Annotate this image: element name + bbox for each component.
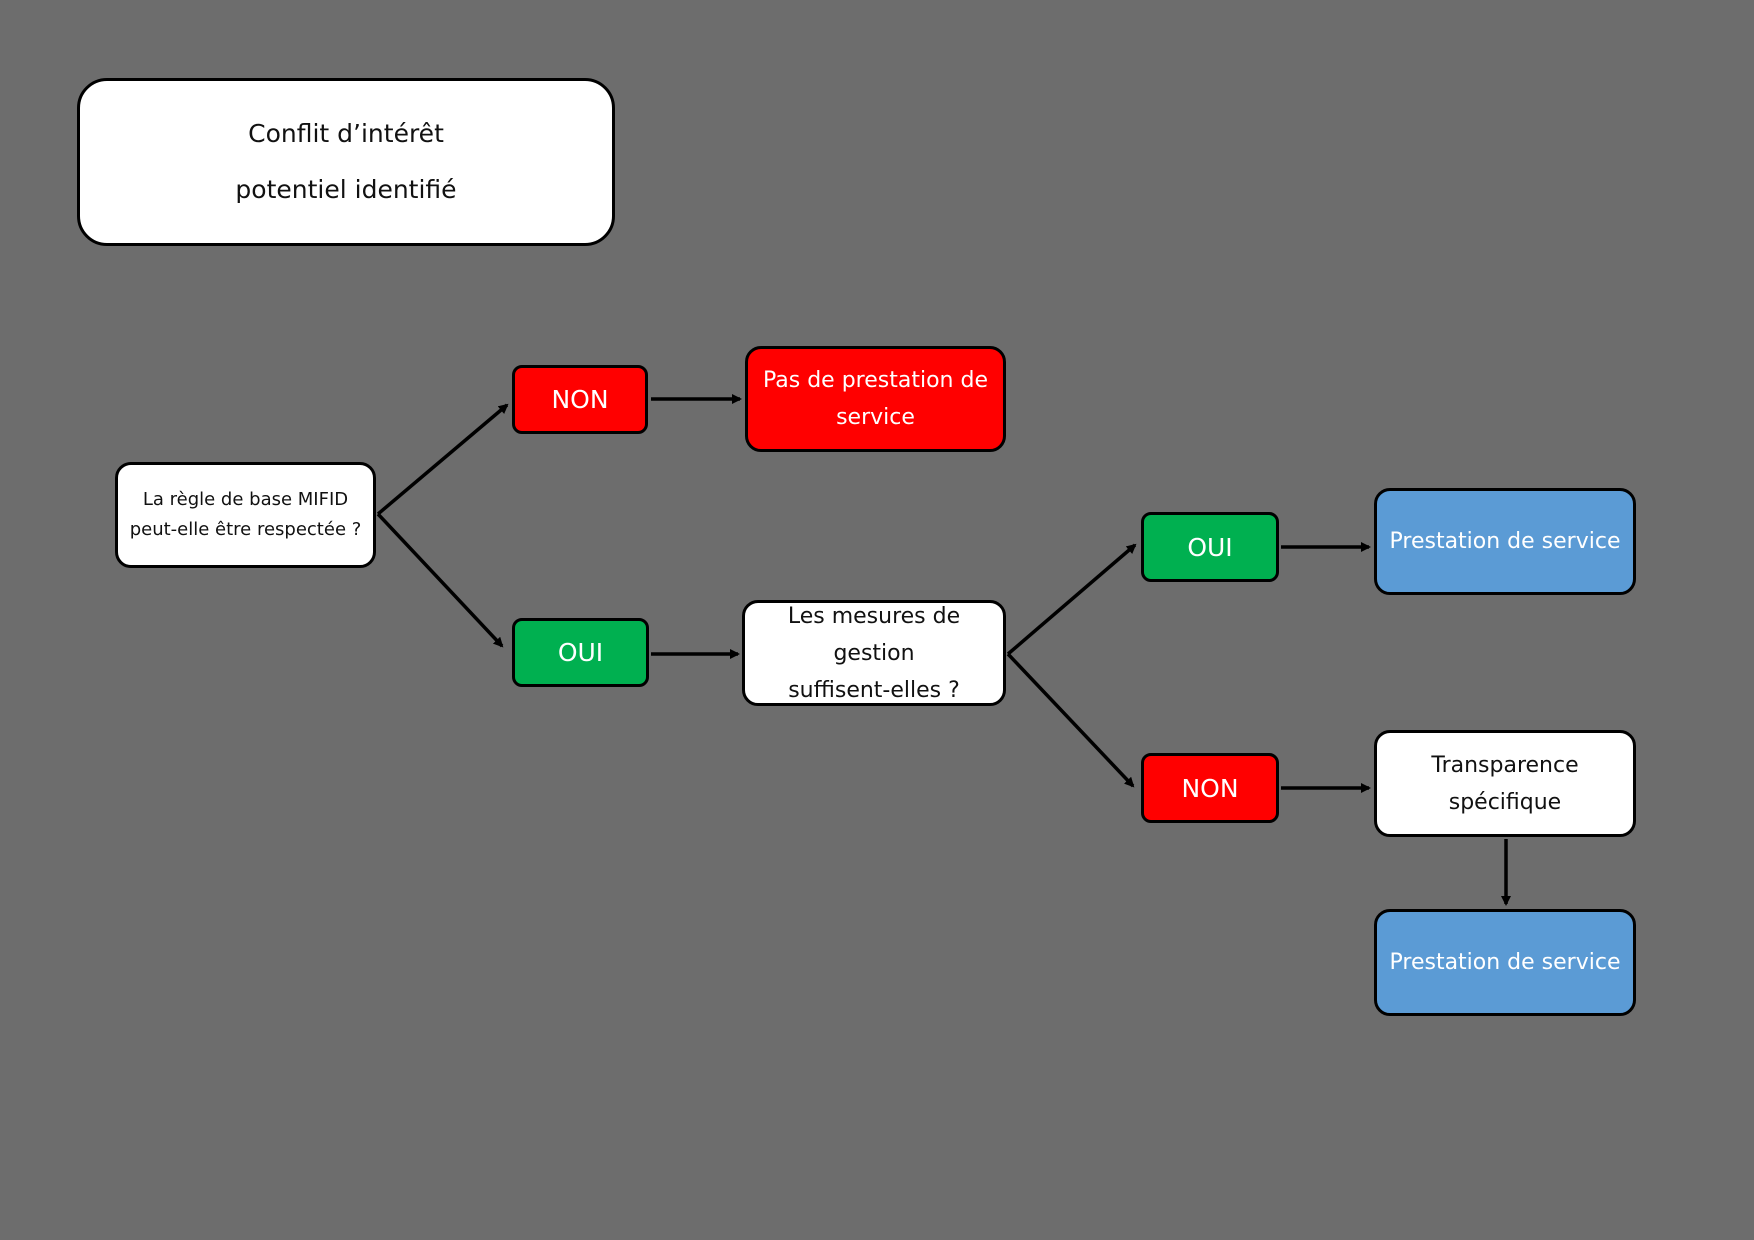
title-box: Conflit d’intérêt potentiel identifié [77,78,615,246]
question-mesures-line-2: suffisent-elles ? [788,677,960,703]
transparence-line-2: spécifique [1448,789,1562,815]
question-mesures-box: Les mesures de gestion suffisent-elles ? [742,600,1006,706]
question-mesures-line-1: Les mesures de gestion [787,603,961,666]
pas-de-prestation-box: Pas de prestation de service [745,346,1006,452]
question-mifid-line-2: peut-elle être respectée ? [129,519,362,540]
non-label-2: NON [1181,773,1239,803]
pas-de-prestation-line-1: Pas de prestation de [763,368,988,393]
pas-de-prestation-line-2: service [836,405,915,430]
non-box-1: NON [512,365,648,434]
arrow-q2-to-oui2 [1006,543,1137,656]
prestation-de-service-box-1: Prestation de service [1374,488,1636,595]
non-label-1: NON [551,385,609,414]
arrow-q1-to-non1 [376,403,509,516]
title-line-1: Conflit d’intérêt [248,119,444,148]
prestation-label-2: Prestation de service [1389,950,1621,975]
question-mifid-box: La règle de base MIFID peut-elle être re… [115,462,376,568]
arrow-q1-to-oui1 [376,512,504,648]
question-mifid-line-1: La règle de base MIFID [142,489,349,510]
prestation-de-service-box-2: Prestation de service [1374,909,1636,1016]
arrow-q2-to-non2 [1006,652,1135,788]
non-box-2: NON [1141,753,1279,823]
oui-box-2: OUI [1141,512,1279,582]
transparence-line-1: Transparence [1431,752,1579,778]
oui-label-1: OUI [557,638,604,667]
transparence-specifique-box: Transparence spécifique [1374,730,1636,837]
title-line-2: potentiel identifié [235,175,457,204]
oui-label-2: OUI [1187,532,1233,562]
oui-box-1: OUI [512,618,649,687]
prestation-label-1: Prestation de service [1389,529,1621,554]
